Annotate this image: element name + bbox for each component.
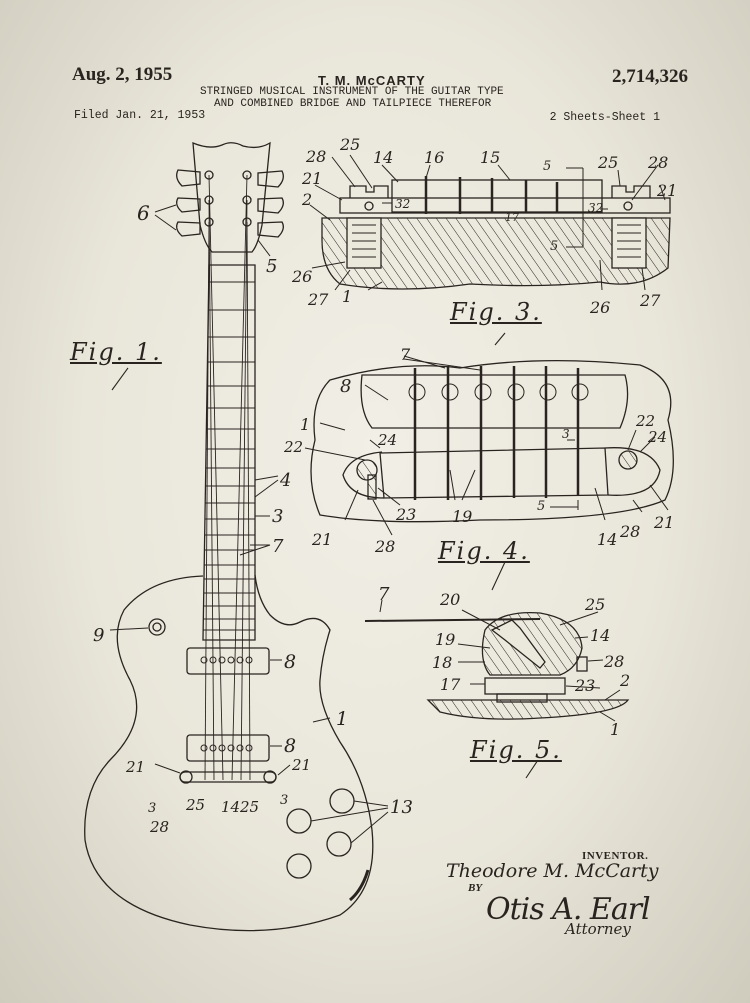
svg-text:27: 27 [307, 290, 329, 309]
svg-text:28: 28 [603, 652, 624, 671]
svg-text:8: 8 [284, 651, 296, 673]
svg-text:7: 7 [378, 584, 390, 605]
svg-text:21: 21 [125, 758, 145, 776]
svg-text:26: 26 [291, 267, 312, 286]
svg-text:6: 6 [137, 201, 150, 225]
svg-text:14: 14 [597, 530, 617, 549]
svg-text:28: 28 [647, 153, 668, 172]
svg-text:7: 7 [400, 345, 411, 364]
neck-pickup [186, 647, 270, 675]
svg-text:18: 18 [432, 653, 452, 672]
svg-text:5: 5 [266, 256, 277, 277]
svg-text:7: 7 [272, 536, 284, 557]
svg-text:24: 24 [377, 431, 397, 449]
svg-text:1: 1 [610, 720, 620, 739]
svg-text:28: 28 [149, 818, 169, 836]
svg-text:17: 17 [440, 675, 461, 694]
svg-text:20: 20 [439, 590, 460, 609]
svg-text:3: 3 [148, 801, 156, 816]
svg-text:25: 25 [239, 798, 259, 816]
svg-text:3: 3 [272, 506, 283, 527]
svg-text:25: 25 [185, 796, 205, 814]
svg-text:28: 28 [374, 537, 395, 556]
svg-text:19: 19 [435, 630, 455, 649]
svg-text:9: 9 [93, 625, 104, 646]
svg-text:3: 3 [562, 427, 570, 441]
svg-text:28: 28 [305, 147, 326, 166]
svg-text:21: 21 [656, 181, 677, 200]
svg-text:1: 1 [342, 287, 352, 306]
attorney-signature: Otis A. Earl [486, 892, 651, 927]
fig3-label: Fig. 3. [450, 298, 542, 326]
inventor-signature: Theodore M. McCarty [446, 860, 659, 882]
bridge-tailpiece [179, 771, 277, 783]
svg-text:5: 5 [550, 239, 558, 254]
svg-text:1: 1 [300, 415, 310, 434]
svg-text:32: 32 [395, 197, 410, 211]
inventor-header: T. M. McCARTY [318, 73, 426, 88]
svg-text:14: 14 [373, 148, 393, 167]
svg-text:32: 32 [588, 201, 603, 215]
svg-text:13: 13 [390, 797, 413, 818]
patent-date: Aug. 2, 1955 [72, 64, 173, 85]
svg-text:16: 16 [424, 148, 444, 167]
strings [204, 174, 251, 781]
filed-date: Filed Jan. 21, 1953 [74, 109, 206, 122]
svg-text:4: 4 [279, 470, 291, 491]
guitar-body [84, 574, 374, 932]
svg-text:14: 14 [221, 798, 240, 816]
svg-text:23: 23 [574, 676, 595, 695]
patent-title-line-1: STRINGED MUSICAL INSTRUMENT OF THE GUITA… [200, 86, 504, 98]
svg-text:5: 5 [543, 159, 551, 174]
fig4-label: Fig. 4. [438, 537, 530, 565]
svg-text:1: 1 [336, 708, 348, 730]
svg-text:17: 17 [505, 211, 519, 224]
fig5-label: Fig. 5. [470, 736, 562, 764]
svg-text:21: 21 [301, 169, 322, 188]
tuner-pegs [176, 169, 284, 238]
bridge-pickup [186, 734, 270, 762]
sheet-count: 2 Sheets-Sheet 1 [549, 111, 660, 124]
fig1-guitar: 6 5 4 3 7 9 8 1 8 21 21 3 3 25 14 25 28 … [84, 141, 413, 932]
svg-text:23: 23 [395, 505, 416, 524]
inventor-label: INVENTOR. [582, 850, 649, 862]
svg-text:27: 27 [639, 291, 661, 310]
svg-text:21: 21 [291, 756, 311, 774]
svg-text:8: 8 [284, 735, 296, 757]
svg-text:22: 22 [283, 438, 303, 456]
attorney-label: Attorney [565, 920, 631, 938]
by-label: BY [468, 882, 483, 894]
svg-text:25: 25 [597, 153, 618, 172]
svg-text:28: 28 [619, 522, 640, 541]
svg-text:26: 26 [589, 298, 610, 317]
patent-title-line-2: AND COMBINED BRIDGE AND TAILPIECE THEREF… [214, 98, 492, 110]
fig1-label: Fig. 1. [70, 338, 162, 366]
svg-text:5: 5 [537, 499, 545, 514]
svg-text:21: 21 [311, 530, 332, 549]
svg-text:3: 3 [280, 793, 288, 808]
svg-text:2: 2 [619, 671, 630, 690]
svg-text:2: 2 [301, 190, 312, 209]
patent-number: 2,714,326 [612, 66, 688, 87]
fig5-bridge-cross-section: 7 20 25 19 14 18 28 17 23 2 1 [364, 584, 630, 739]
fretboard [202, 264, 256, 641]
svg-text:8: 8 [340, 376, 351, 397]
svg-text:15: 15 [480, 148, 500, 167]
svg-text:19: 19 [452, 507, 472, 526]
svg-text:25: 25 [584, 595, 605, 614]
svg-text:21: 21 [653, 513, 674, 532]
svg-text:24: 24 [647, 428, 667, 446]
svg-text:22: 22 [635, 412, 655, 430]
svg-text:14: 14 [590, 626, 610, 645]
svg-text:25: 25 [339, 135, 360, 154]
